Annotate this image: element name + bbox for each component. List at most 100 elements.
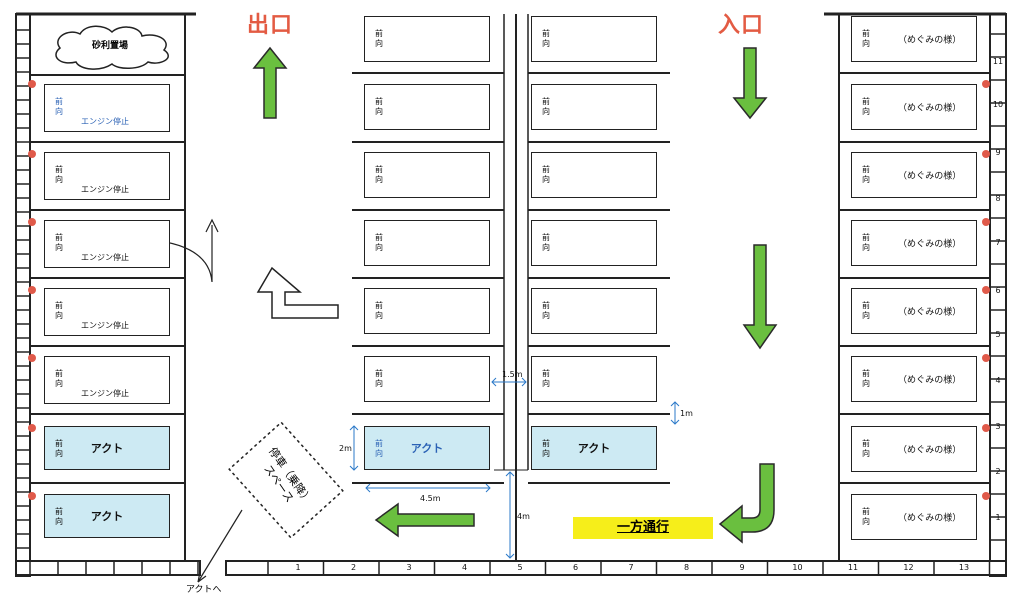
front-facing-label: 前 向 bbox=[55, 507, 63, 526]
megumi-label: （めぐみの様） bbox=[898, 171, 962, 182]
row-divider bbox=[838, 141, 990, 143]
row-divider bbox=[528, 345, 670, 347]
megumi-label: （めぐみの様） bbox=[898, 239, 962, 250]
one-way-sign: 一方通行 bbox=[573, 517, 713, 539]
u-turn-arrow bbox=[718, 463, 775, 544]
bottom-number: 9 bbox=[739, 563, 745, 572]
bottom-number: 1 bbox=[295, 563, 301, 572]
parking-bay: 前 向 bbox=[364, 152, 490, 198]
right-number: 1 bbox=[995, 513, 1001, 522]
row-divider bbox=[30, 482, 186, 484]
row-divider bbox=[528, 482, 670, 484]
megumi-bay: 前 向（めぐみの様） bbox=[851, 16, 977, 62]
left-arrow bbox=[374, 502, 475, 538]
bottom-number: 5 bbox=[517, 563, 523, 572]
marker-dot bbox=[28, 354, 36, 362]
stop-space: 停車（乗降）スペース bbox=[225, 430, 343, 530]
parking-bay: 前 向 bbox=[364, 84, 490, 130]
front-facing-label: 前 向 bbox=[862, 165, 870, 184]
megumi-bay: 前 向 （めぐみの様） bbox=[851, 426, 977, 472]
right-number: 5 bbox=[995, 330, 1001, 339]
row-divider bbox=[30, 209, 186, 211]
row-divider bbox=[352, 209, 504, 211]
act-bay: 前 向アクト bbox=[364, 426, 490, 470]
front-facing-label: 前 向 bbox=[55, 97, 63, 116]
row-divider bbox=[838, 482, 990, 484]
megumi-bay: 前 向 （めぐみの様） bbox=[851, 152, 977, 198]
megumi-bay: 前 向（めぐみの様） bbox=[851, 494, 977, 540]
row-divider bbox=[528, 413, 670, 415]
engine-stop-label: エンジン停止 bbox=[81, 117, 129, 126]
parking-bay: 前 向エンジン停止 bbox=[44, 152, 170, 200]
marker-dot bbox=[28, 424, 36, 432]
front-facing-label: 前 向 bbox=[375, 233, 383, 252]
right-number: 2 bbox=[995, 467, 1001, 476]
marker-dot bbox=[28, 80, 36, 88]
front-facing-label: 前 向 bbox=[542, 301, 550, 320]
dim-gap: 1.5m bbox=[502, 370, 523, 379]
row-divider bbox=[838, 413, 990, 415]
bottom-number: 10 bbox=[792, 563, 803, 572]
front-facing-label: 前 向 bbox=[55, 233, 63, 252]
row-divider bbox=[30, 345, 186, 347]
one-way-text: 一方通行 bbox=[616, 520, 669, 535]
row-divider bbox=[838, 277, 990, 279]
front-facing-label: 前 向 bbox=[375, 165, 383, 184]
row-divider bbox=[838, 209, 990, 211]
bottom-number: 11 bbox=[847, 563, 859, 572]
front-facing-label: 前 向 bbox=[862, 439, 870, 458]
front-facing-label: 前 向 bbox=[862, 369, 870, 388]
bottom-number: 6 bbox=[572, 563, 579, 572]
to-act-label: アクトへ bbox=[186, 585, 222, 595]
front-facing-label: 前 向 bbox=[862, 507, 870, 526]
act-bay: 前 向アクト bbox=[531, 426, 657, 470]
act-label: アクト bbox=[90, 442, 124, 455]
megumi-bay: 前 向（めぐみの様） bbox=[851, 288, 977, 334]
entrance-arrow bbox=[732, 47, 768, 120]
act-bay: 前 向アクト bbox=[44, 426, 170, 470]
bottom-number: 7 bbox=[628, 563, 634, 572]
front-facing-label: 前 向 bbox=[542, 369, 550, 388]
row-divider bbox=[352, 482, 504, 484]
engine-stop-label: エンジン停止 bbox=[81, 185, 129, 194]
marker-dot bbox=[28, 492, 36, 500]
row-divider bbox=[352, 141, 504, 143]
front-facing-label: 前 向 bbox=[862, 29, 870, 48]
dimension-lines bbox=[349, 377, 680, 559]
right-number: 8 bbox=[995, 194, 1001, 203]
row-divider bbox=[838, 72, 990, 74]
turn-arrow bbox=[256, 266, 339, 319]
parking-bay: 前 向 bbox=[364, 220, 490, 266]
engine-stop-label: エンジン停止 bbox=[81, 253, 129, 262]
front-facing-label: 前 向 bbox=[375, 97, 383, 116]
right-row-edge bbox=[838, 14, 840, 560]
row-divider bbox=[30, 141, 186, 143]
megumi-bay: 前 向 （めぐみの様） bbox=[851, 356, 977, 402]
front-facing-label: 前 向 bbox=[542, 29, 550, 48]
parking-bay: 前 向 bbox=[364, 16, 490, 62]
megumi-label: （めぐみの様） bbox=[898, 103, 962, 114]
front-facing-label: 前 向 bbox=[862, 97, 870, 116]
row-divider bbox=[528, 141, 670, 143]
dim-bay-depth: 2m bbox=[339, 444, 352, 453]
megumi-label: （めぐみの様） bbox=[898, 307, 962, 318]
front-facing-label: 前 向 bbox=[542, 97, 550, 116]
parking-bay: 前 向 bbox=[531, 152, 657, 198]
parking-bay: 前 向 bbox=[531, 220, 657, 266]
marker-dot bbox=[982, 286, 990, 294]
gravel-cloud bbox=[55, 25, 169, 70]
megumi-label: （めぐみの様） bbox=[898, 375, 962, 386]
front-facing-label: 前 向 bbox=[542, 165, 550, 184]
front-facing-label: 前 向 bbox=[542, 233, 550, 252]
marker-dot bbox=[982, 80, 990, 88]
right-number: 6 bbox=[995, 286, 1001, 295]
front-facing-label: 前 向 bbox=[55, 369, 63, 388]
row-divider bbox=[30, 277, 186, 279]
megumi-label: （めぐみの様） bbox=[898, 445, 962, 456]
right-number: 10 bbox=[992, 100, 1004, 109]
row-divider bbox=[30, 413, 186, 415]
row-divider bbox=[528, 277, 670, 279]
parking-bay: 前 向エンジン停止 bbox=[44, 84, 170, 132]
right-number: 9 bbox=[995, 148, 1001, 157]
bottom-number: 8 bbox=[683, 563, 690, 572]
